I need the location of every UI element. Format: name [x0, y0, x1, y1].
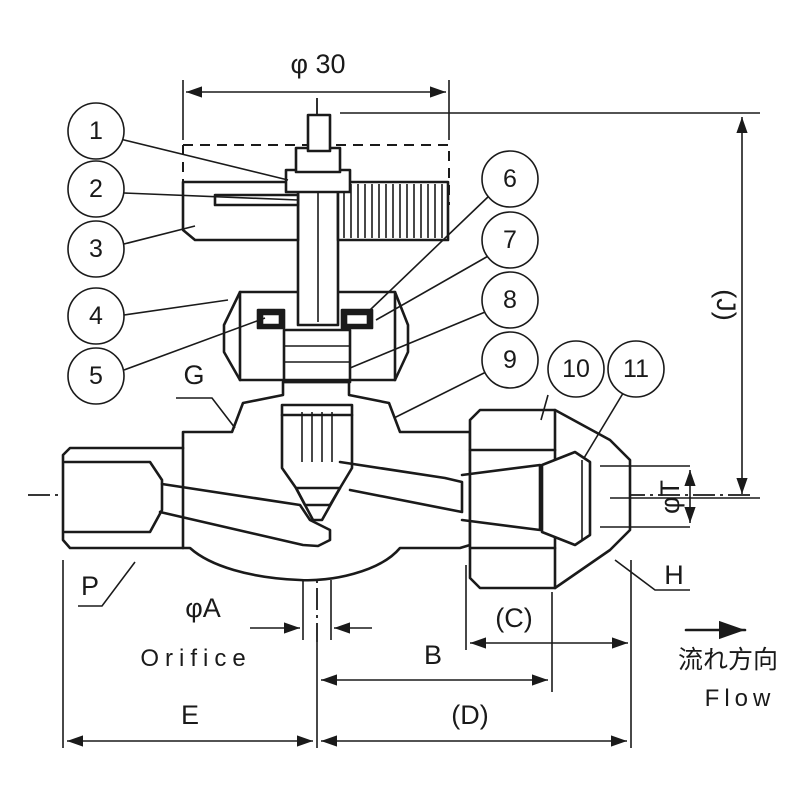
D-label: (D) — [451, 700, 488, 730]
dim-phi30: φ 30 — [182, 49, 450, 140]
phi30-label: φ 30 — [290, 49, 345, 79]
balloon-10-number: 10 — [562, 355, 590, 383]
phiT-label: φT — [655, 480, 685, 514]
balloon-9-number: 9 — [503, 346, 517, 374]
dim-phiT: φT — [600, 465, 696, 528]
balloon-5-number: 5 — [89, 362, 103, 390]
balloon-11-number: 11 — [623, 355, 649, 383]
balloon-5: 5 — [67, 347, 125, 405]
part-balloons: 1 2 3 4 5 6 7 8 — [67, 102, 665, 459]
orifice-label: Orifice — [140, 645, 251, 672]
flow-direction: 流れ方向 Flow — [678, 620, 778, 712]
balloon-6: 6 — [481, 150, 539, 208]
B-label: B — [424, 640, 442, 670]
outlet-fitting — [460, 408, 632, 590]
letter-callouts: G H P — [78, 360, 690, 607]
balloon-2: 2 — [67, 160, 125, 218]
balloon-10: 10 — [547, 340, 605, 398]
balloon-6-number: 6 — [503, 165, 517, 193]
H-label: H — [664, 560, 684, 590]
balloon-1: 1 — [67, 102, 125, 160]
E-label: E — [181, 700, 199, 730]
balloon-7-number: 7 — [503, 226, 517, 254]
balloon-7: 7 — [481, 211, 539, 269]
balloon-3: 3 — [67, 220, 125, 278]
balloon-11: 11 — [607, 340, 665, 398]
flow-label-en: Flow — [705, 685, 776, 712]
J-label: (J) — [711, 289, 741, 320]
G-label: G — [183, 360, 204, 390]
bonnet-nut — [222, 290, 410, 384]
balloon-8: 8 — [481, 271, 539, 329]
balloon-3-number: 3 — [89, 235, 103, 263]
balloon-8-number: 8 — [503, 286, 517, 314]
balloon-2-number: 2 — [89, 175, 103, 203]
flow-label-jp: 流れ方向 — [678, 646, 778, 674]
phiA-label: φA — [185, 593, 221, 623]
C-label: (C) — [495, 603, 532, 633]
balloon-9: 9 — [481, 331, 539, 389]
balloon-4: 4 — [67, 287, 125, 345]
balloon-1-number: 1 — [89, 117, 103, 145]
dim-bottom: φA Orifice (C) B E (D) — [62, 560, 632, 748]
P-label: P — [81, 571, 99, 601]
dim-J: (J) — [340, 112, 760, 499]
balloon-4-number: 4 — [89, 302, 103, 330]
valve-body — [61, 380, 472, 582]
